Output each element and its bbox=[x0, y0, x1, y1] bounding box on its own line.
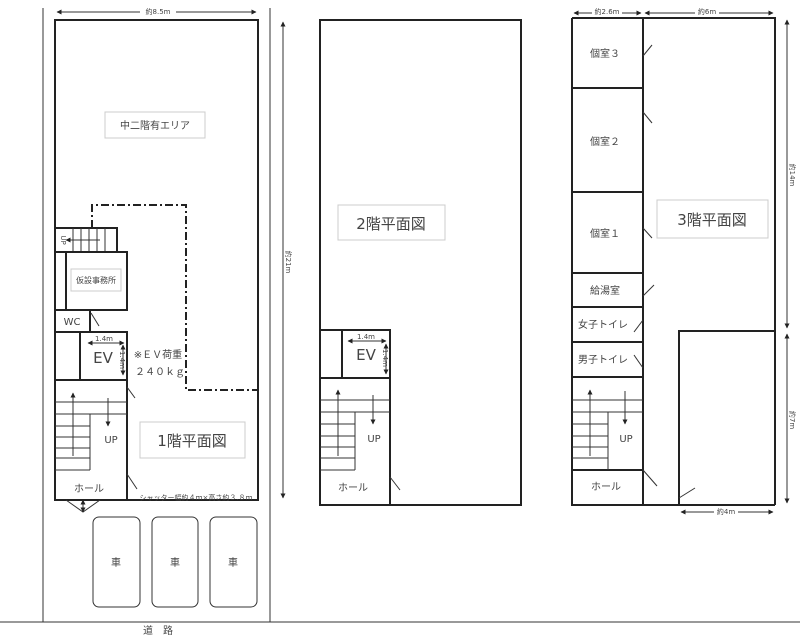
floor1-title-box bbox=[139, 421, 246, 459]
floor2-title: 2階平面図 bbox=[356, 215, 426, 233]
door-swing bbox=[90, 312, 100, 327]
ev-block bbox=[54, 331, 128, 381]
stair-up-label: UP bbox=[619, 434, 632, 445]
dim-lower-depth: 約7m bbox=[788, 411, 797, 429]
parking-label-3: 車 bbox=[228, 556, 238, 569]
ev-label: EV bbox=[356, 346, 376, 364]
floor1-plan: 約8.5m 約21m 中二階有エリア UP 仮設事務所 WC EV 1.4m 1… bbox=[0, 6, 800, 637]
stair-up-label: UP bbox=[367, 434, 380, 445]
floor3-outline bbox=[571, 17, 776, 506]
shutter-note: シャッター幅約４ｍ×高さ約３.８ｍ bbox=[139, 493, 252, 502]
room-mens-toilet: 男子トイレ bbox=[578, 354, 628, 366]
wc-label: WC bbox=[64, 317, 81, 328]
dim-upper-depth: 約14m bbox=[788, 164, 797, 187]
ev-depth: 1.4m bbox=[381, 349, 389, 367]
floor2-title-box bbox=[337, 204, 446, 241]
dim-lower-width: 約4m bbox=[717, 507, 735, 516]
stair-up-label: UP bbox=[104, 435, 117, 446]
hall-label: ホール bbox=[74, 483, 104, 495]
width-dimension: 約8.5m bbox=[146, 7, 171, 16]
room-dividers bbox=[572, 87, 643, 471]
parking-space-2 bbox=[151, 516, 199, 608]
floor1-title: 1階平面図 bbox=[157, 432, 227, 450]
hall-label: ホール bbox=[591, 481, 621, 493]
room-private-3: 個室３ bbox=[590, 47, 620, 60]
ev-width: 1.4m bbox=[357, 333, 375, 341]
room-kitchenette: 給湯室 bbox=[590, 284, 620, 297]
floor2-core bbox=[319, 329, 391, 506]
temporary-office bbox=[65, 251, 128, 311]
mezzanine-area-outline bbox=[91, 204, 258, 391]
room-womens-toilet: 女子トイレ bbox=[578, 318, 628, 331]
ev-load-value: ２４０ｋｇ bbox=[135, 366, 185, 378]
parking-label-1: 車 bbox=[111, 556, 121, 569]
dim-main-width: 約6m bbox=[698, 7, 716, 16]
floor2-stair-treads bbox=[320, 399, 390, 471]
ev-width: 1.4m bbox=[95, 335, 113, 343]
mezzanine-label: 中二階有エリア bbox=[120, 119, 190, 132]
floor2-outline bbox=[319, 19, 522, 506]
parking-label-2: 車 bbox=[170, 556, 180, 569]
parking-space-3 bbox=[209, 516, 258, 608]
depth-dimension: 約21m bbox=[284, 251, 293, 274]
ev-label: EV bbox=[93, 349, 113, 367]
room-private-1: 個室１ bbox=[590, 227, 620, 240]
floor2-plan: 2階平面図 EV 1.4m 1.4m UP ホール bbox=[319, 19, 522, 506]
floor3-plan: 個室３ 個室２ 個室１ 給湯室 女子トイレ 男子トイレ UP ホール 3階平面図… bbox=[571, 7, 797, 516]
mezzanine-label-box bbox=[104, 111, 206, 139]
floor3-title: 3階平面図 bbox=[677, 211, 747, 229]
parking-space-1 bbox=[92, 516, 141, 608]
floor3-title-box bbox=[656, 199, 769, 239]
hall-label: ホール bbox=[338, 482, 368, 494]
room-private-2: 個室２ bbox=[590, 135, 620, 148]
stair-up-small: UP bbox=[59, 235, 67, 244]
office-label: 仮設事務所 bbox=[76, 275, 116, 285]
stair-hall-block bbox=[54, 379, 128, 501]
ev-load-note: ※ＥＶ荷重 bbox=[134, 348, 182, 361]
door-swings bbox=[633, 44, 696, 499]
ev-depth: 1.4m bbox=[118, 351, 126, 369]
dim-rooms-width: 約2.6m bbox=[595, 7, 620, 16]
road-label: 道 路 bbox=[143, 624, 173, 637]
